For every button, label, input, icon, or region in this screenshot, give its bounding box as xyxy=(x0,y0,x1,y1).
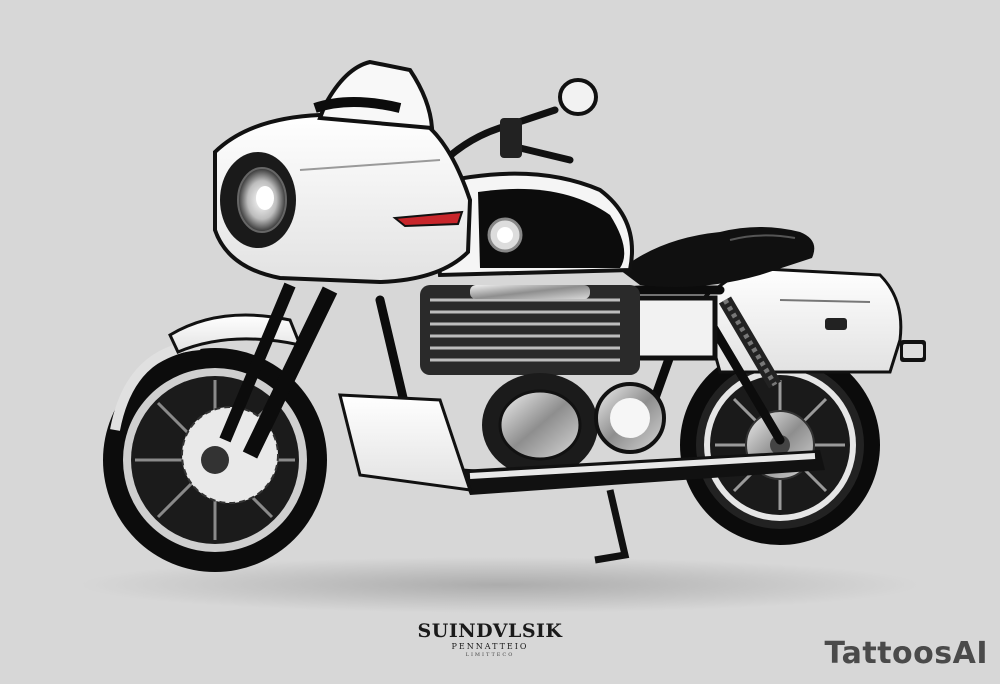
rear-shock xyxy=(718,296,782,389)
lower-fairing xyxy=(338,393,473,492)
mirror xyxy=(558,78,598,116)
brand-subtitle-small: LIMITTECO xyxy=(465,652,515,658)
kickstand xyxy=(594,489,630,564)
tail-light xyxy=(392,210,464,228)
seat xyxy=(620,227,815,288)
brand-subtitle: PENNATTEIO xyxy=(451,642,529,651)
ground-shadow xyxy=(80,557,920,613)
brand-caption: SUINDVLSIK PENNATTEIO LIMITTECO xyxy=(400,620,580,659)
watermark: TattoosAI xyxy=(824,636,988,671)
exhaust xyxy=(460,450,825,495)
brand-title: SUINDVLSIK xyxy=(417,620,563,642)
front-fork xyxy=(219,282,338,459)
windscreen xyxy=(317,59,435,131)
front-fairing xyxy=(213,112,473,285)
rear-wheel xyxy=(680,345,880,545)
engine xyxy=(420,285,666,477)
headlight xyxy=(220,152,296,248)
